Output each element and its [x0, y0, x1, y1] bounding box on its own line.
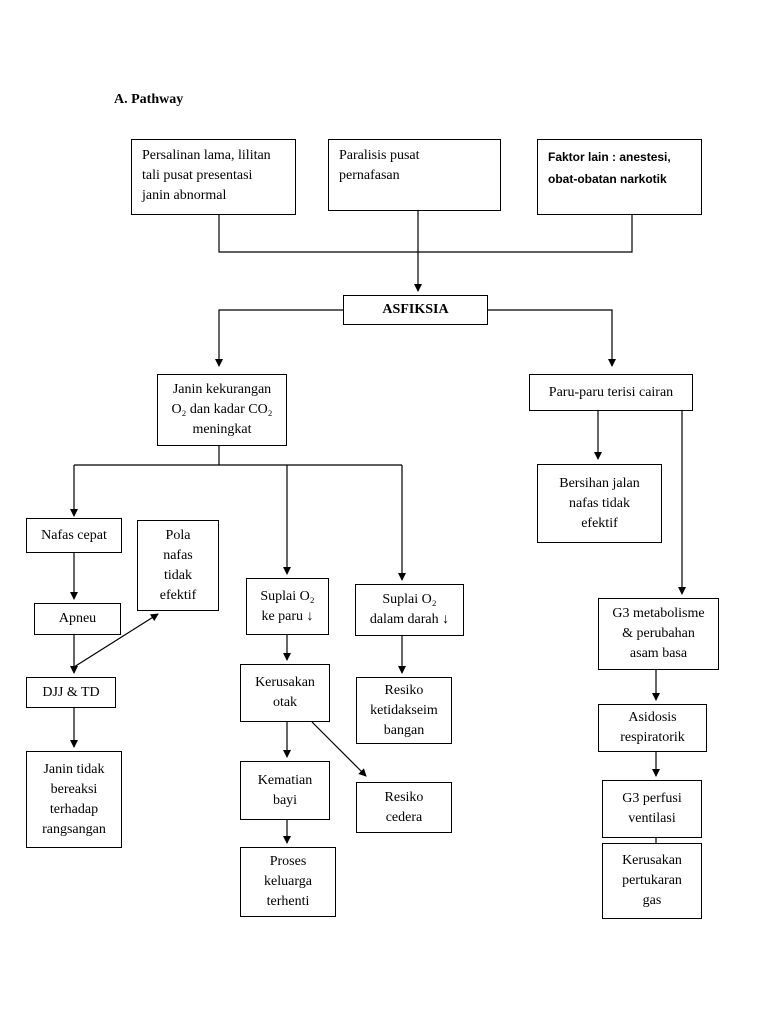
- node-kerusakan-pertukaran: Kerusakan pertukaran gas: [602, 843, 702, 919]
- node-resiko-ketidak: Resiko ketidakseim bangan: [356, 677, 452, 744]
- node-kematian-bayi: Kematian bayi: [240, 761, 330, 820]
- node-nafas-cepat: Nafas cepat: [26, 518, 122, 553]
- arrow-to-resiko-cedera: [311, 721, 367, 777]
- node-kerusakan-otak: Kerusakan otak: [240, 664, 330, 722]
- node-janin-kekurangan: Janin kekurangan O₂ dan kadar CO₂ mening…: [157, 374, 287, 446]
- node-g3-metabolisme: G3 metabolisme & perubahan asam basa: [598, 598, 719, 670]
- node-asfiksia: ASFIKSIA: [343, 295, 488, 325]
- node-resiko-cedera: Resiko cedera: [356, 782, 452, 833]
- arrow-to-paru-paru: [488, 309, 616, 367]
- node-persalinan: Persalinan lama, lilitan tali pusat pres…: [131, 139, 296, 215]
- node-apneu: Apneu: [34, 603, 121, 635]
- page-title: A. Pathway: [114, 92, 184, 107]
- node-djj-td: DJJ & TD: [26, 677, 116, 708]
- node-paru-paru: Paru-paru terisi cairan: [529, 374, 693, 411]
- node-asidosis: Asidosis respiratorik: [598, 704, 707, 752]
- node-suplai-darah: Suplai O₂ dalam darah ↓: [355, 584, 464, 636]
- node-proses-keluarga: Proses keluarga terhenti: [240, 847, 336, 917]
- merge-line: [218, 215, 633, 253]
- node-suplai-paru: Suplai O₂ ke paru ↓: [246, 578, 329, 635]
- arrow-to-pola-nafas: [73, 613, 159, 668]
- node-faktor-lain: Faktor lain : anestesi, obat-obatan nark…: [537, 139, 702, 215]
- arrow-to-janin-kekurangan: [215, 309, 343, 367]
- node-janin-tidak: Janin tidak bereaksi terhadap rangsangan: [26, 751, 122, 848]
- node-g3-perfusi: G3 perfusi ventilasi: [602, 780, 702, 838]
- node-pola-nafas: Pola nafas tidak efektif: [137, 520, 219, 611]
- node-paralisis: Paralisis pusat pernafasan: [328, 139, 501, 211]
- node-bersihan: Bersihan jalan nafas tidak efektif: [537, 464, 662, 543]
